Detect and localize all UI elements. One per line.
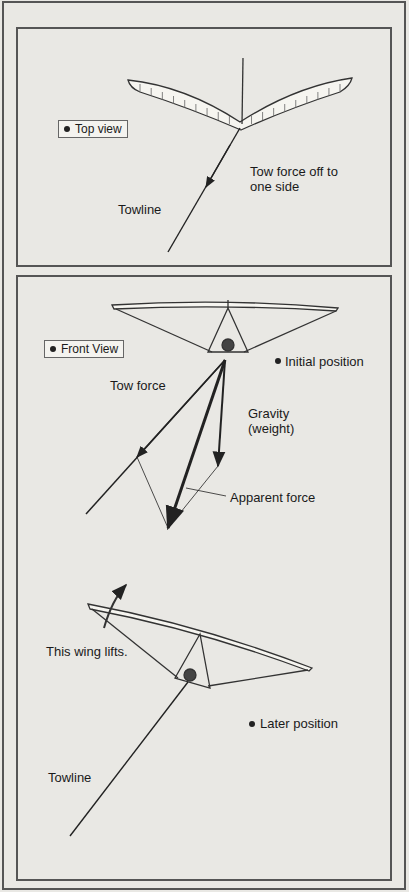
force-vectors xyxy=(86,360,226,528)
annotation: Gravity (weight) xyxy=(248,406,328,436)
outer-frame xyxy=(3,2,405,889)
wing-rib xyxy=(207,108,208,116)
bullet xyxy=(64,126,70,132)
annotation: Towline xyxy=(118,202,188,217)
glider-later xyxy=(88,585,312,688)
view-label: Front View xyxy=(61,342,118,356)
wing-rib xyxy=(295,100,296,108)
wing-rib xyxy=(262,112,263,120)
glider-top xyxy=(128,58,352,130)
view-label-box: Front View xyxy=(44,340,124,358)
towline xyxy=(70,682,188,836)
annotation: Tow force off to one side xyxy=(250,164,360,194)
wing-rib xyxy=(306,96,307,104)
wing-rib xyxy=(284,104,285,112)
wing-rib xyxy=(151,88,152,96)
top-panel xyxy=(17,28,391,266)
wing-rib xyxy=(173,96,174,104)
bullet xyxy=(50,346,56,352)
wing-rib xyxy=(195,104,196,112)
wing-rib xyxy=(140,84,141,92)
wing-rib xyxy=(273,108,274,116)
annotation: Later position xyxy=(260,716,360,731)
view-label: Top view xyxy=(75,122,122,136)
wing-rib xyxy=(317,92,318,100)
annotation: Tow force xyxy=(110,378,190,393)
annotation: Apparent force xyxy=(230,490,330,505)
wing-rib xyxy=(229,116,230,124)
annotation: Towline xyxy=(48,770,118,785)
wing-rib xyxy=(162,92,163,100)
wing-rib xyxy=(218,112,219,120)
wing-rib xyxy=(184,100,185,108)
view-label-box: Top view xyxy=(58,120,128,138)
annotation: Initial position xyxy=(285,354,375,369)
glider-front xyxy=(112,300,338,352)
front-panel xyxy=(17,276,391,880)
tow-arrow xyxy=(206,145,230,187)
wing-rib xyxy=(328,88,329,96)
wing-rib xyxy=(251,116,252,124)
towline xyxy=(168,128,240,252)
annotation: This wing lifts. xyxy=(46,644,176,659)
wing-rib xyxy=(340,84,341,92)
